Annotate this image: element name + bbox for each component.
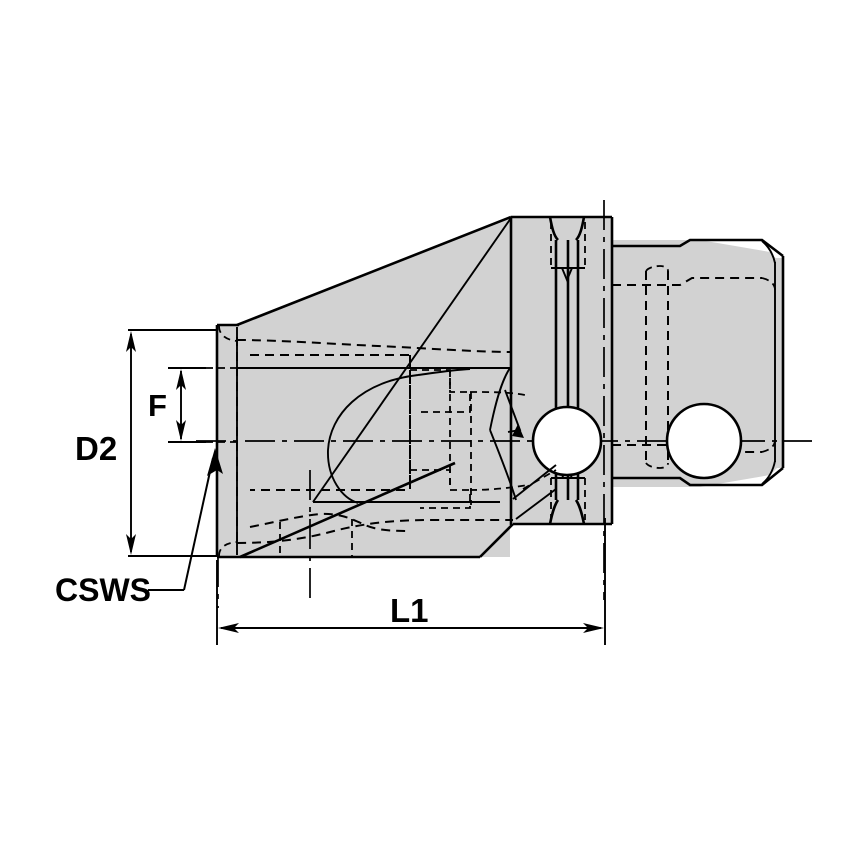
top-sloped-ridge xyxy=(236,215,512,327)
l1-label: L1 xyxy=(390,592,429,629)
shank-bottom-profile xyxy=(612,466,784,487)
groove-notch-top-right xyxy=(575,216,586,241)
flange-bore-fill xyxy=(533,407,601,475)
l1-arrow-right xyxy=(583,623,604,633)
d2-label: D2 xyxy=(75,430,117,467)
dimension-l1: L1 xyxy=(216,518,606,645)
csws-arrowhead xyxy=(207,448,223,476)
d2-arrow-bottom xyxy=(126,534,136,555)
callout-csws: CSWS xyxy=(55,448,223,608)
shank-top-profile xyxy=(612,238,784,258)
hidden-bore-exit-upper xyxy=(469,391,526,396)
shank-fill-2 xyxy=(612,240,783,487)
hidden-bottom-wave xyxy=(249,512,411,532)
block-bottom-right-bevel xyxy=(479,523,514,558)
dimension-d2: D2 xyxy=(75,329,216,557)
block-body-fill xyxy=(217,217,510,557)
top-face-diagonal xyxy=(312,217,512,503)
groove-notch-bottom-right xyxy=(574,499,586,525)
shank-hidden-taper-top-2 xyxy=(761,277,776,291)
flange-lower-diag-2 xyxy=(515,488,557,520)
f-arrow-top xyxy=(176,369,186,390)
flange-collar xyxy=(509,215,614,526)
hidden-step-upper xyxy=(410,369,471,413)
pocket-arc-right xyxy=(489,429,517,501)
csws-leader-diagonal xyxy=(183,457,214,591)
hidden-corner-arc-bottom xyxy=(218,541,238,557)
shank-hidden-slot xyxy=(645,271,669,463)
l1-arrow-left xyxy=(218,623,239,633)
body-shading xyxy=(217,217,783,557)
block-lower-bevel-fill xyxy=(455,502,510,557)
shank-end-corner-bottom xyxy=(761,460,776,485)
shank-bore-circle xyxy=(665,402,743,480)
flange-lower-diag-hidden xyxy=(522,469,557,490)
d2-arrow-top xyxy=(126,331,136,352)
groove-notch-top-left xyxy=(548,216,559,241)
f-arrow-bottom xyxy=(176,420,186,441)
shank-end-corner-top xyxy=(761,240,776,264)
dimension-f: F xyxy=(148,367,238,443)
shank-hidden-taper-bottom-2 xyxy=(761,439,776,453)
hidden-rear-top xyxy=(236,339,511,353)
hidden-bore-exit-lower xyxy=(469,484,529,491)
flange-bore-circle xyxy=(531,405,603,477)
hidden-rear-bottom xyxy=(236,518,513,544)
shank-hidden-slot-top xyxy=(645,265,669,272)
hidden-corner-arc-top xyxy=(218,325,238,342)
f-label: F xyxy=(148,388,167,423)
hsk-shank xyxy=(612,238,785,487)
shank-bore-fill xyxy=(667,404,741,478)
groove-vee-top xyxy=(561,267,573,283)
shank-hidden-taper-top xyxy=(612,277,762,286)
bore-indicator-arrowhead xyxy=(512,424,524,438)
hidden-lines-block xyxy=(218,325,529,558)
shank-hidden-slot-bottom xyxy=(645,462,669,469)
groove-notch-bottom-left xyxy=(548,499,560,525)
block-top-face-fill xyxy=(237,217,510,339)
pocket-arc-main xyxy=(327,374,419,504)
csws-label: CSWS xyxy=(55,572,151,608)
pocket-arc-left xyxy=(417,368,471,376)
